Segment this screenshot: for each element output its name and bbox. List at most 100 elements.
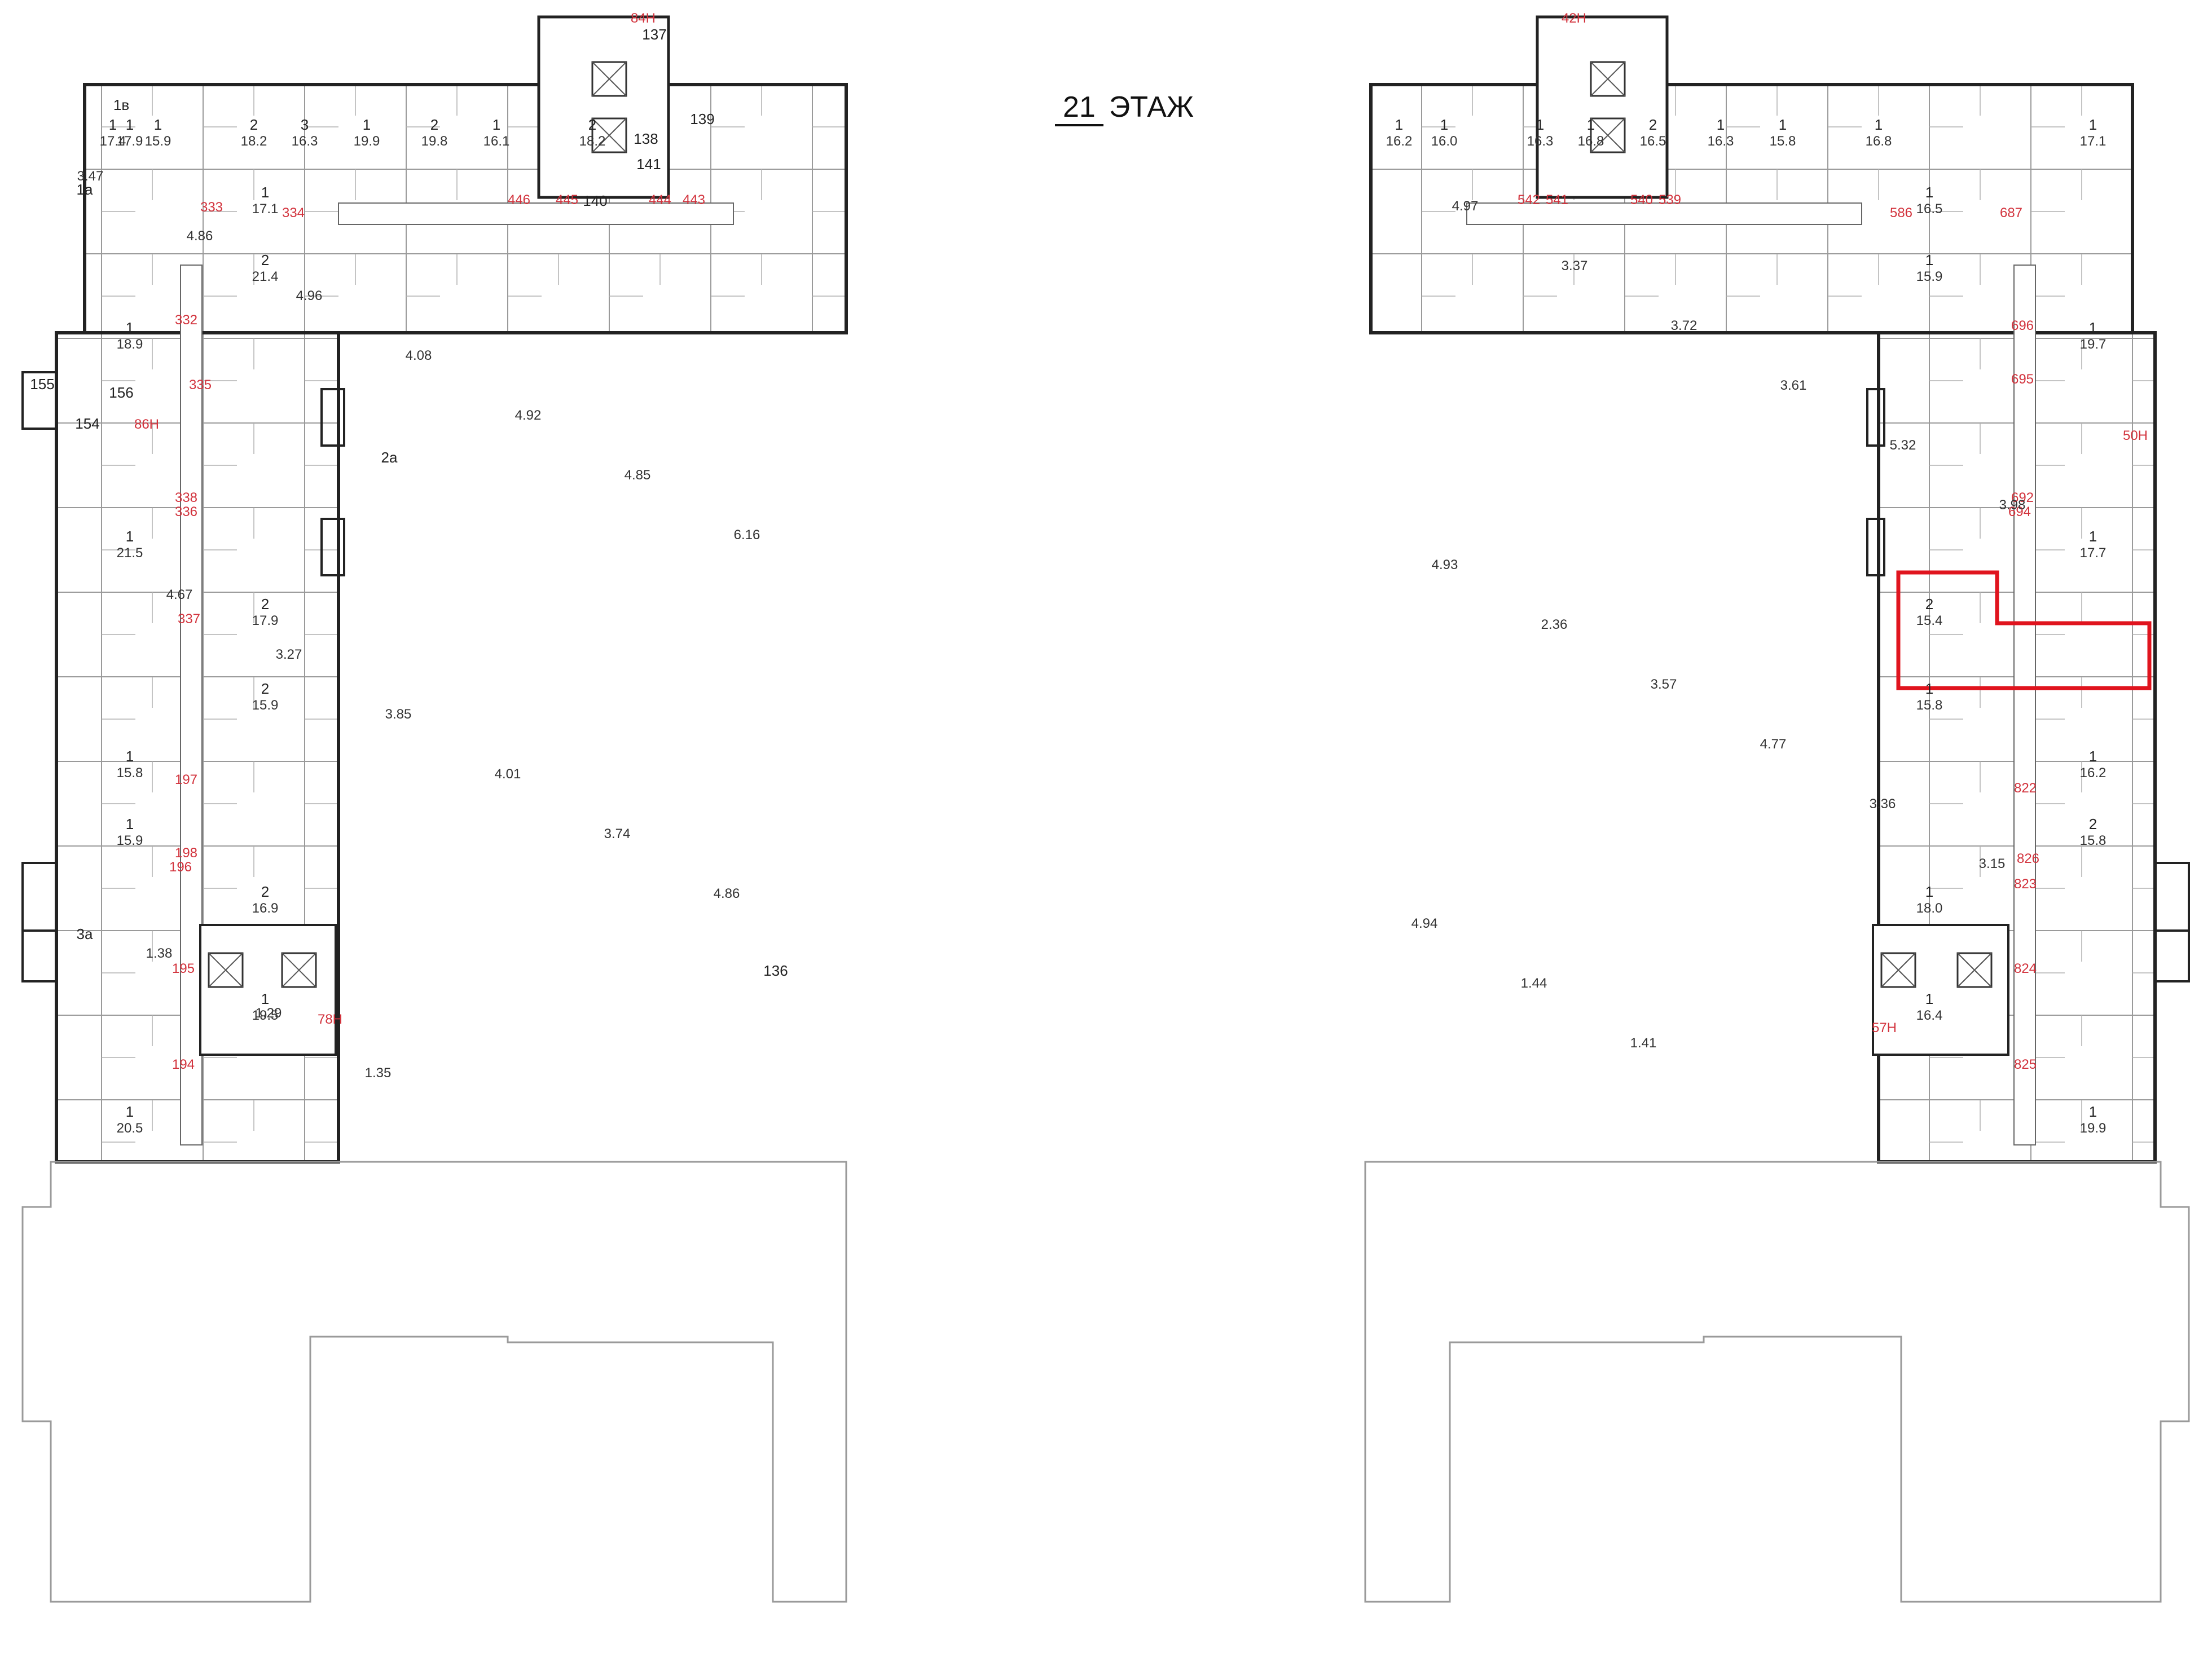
apartment-number: 824 (2014, 961, 2037, 976)
right-building (1364, 15, 2190, 1603)
room-area: 16.2 (2080, 765, 2107, 781)
dimension-label: 4.93 (1432, 557, 1458, 572)
room-area: 17.9 (252, 613, 279, 628)
apartment-number: 195 (172, 961, 195, 976)
room-number: 1 (154, 116, 162, 133)
apartment-number: 444 (649, 192, 671, 208)
room-number: 2 (250, 116, 258, 133)
right-stair-tower (1536, 15, 1669, 199)
apartment-number: 50Н (2123, 428, 2148, 443)
elevator-shaft (1956, 952, 1993, 988)
stair-bottom (199, 924, 337, 1056)
room-area: 16.9 (252, 901, 279, 916)
dimension-label: 3.74 (604, 826, 631, 841)
room-area: 18.2 (241, 134, 267, 149)
apartment-number: 695 (2011, 372, 2034, 387)
selected-apartment[interactable] (1896, 570, 2152, 690)
balcony (320, 388, 345, 447)
apartment-number: 332 (175, 312, 197, 328)
room-area: 21.5 (117, 545, 143, 561)
elevator-shaft (1590, 117, 1626, 153)
room-number: 1 (1440, 116, 1448, 133)
dimension-label: 3.27 (276, 647, 302, 662)
apartment-number: 823 (2014, 876, 2037, 892)
room-area: 16.4 (1916, 1008, 1943, 1023)
apartment-number: 696 (2011, 318, 2034, 333)
room-area: 16.2 (1386, 134, 1413, 149)
room-label: 1а (77, 181, 93, 198)
room-number: 1 (2089, 116, 2097, 133)
apartment-number: 197 (175, 772, 197, 787)
room-area: 17.1 (252, 201, 279, 217)
room-area: 16.3 (1527, 134, 1554, 149)
apartment-number: 542 (1518, 192, 1540, 208)
room-number: 2 (261, 883, 269, 900)
dimension-label: 1.44 (1521, 976, 1547, 991)
dimension-label: 3.98 (1999, 497, 2026, 513)
room-number: 3 (301, 116, 309, 133)
room-area: 15.9 (145, 134, 171, 149)
room-label: 2а (381, 449, 398, 466)
room-number: 1 (363, 116, 371, 133)
room-number: 2 (588, 116, 596, 133)
room-label: 155 (30, 376, 54, 393)
apartment-number: 196 (169, 860, 192, 875)
dimension-label: 3.72 (1671, 318, 1698, 333)
apartment-number: 335 (189, 377, 212, 393)
room-area: 15.8 (1916, 698, 1943, 713)
apartment-number: 86Н (134, 417, 159, 432)
right-podium-outline (1364, 1161, 2190, 1603)
dimension-label: 3.37 (1562, 258, 1588, 274)
room-area: 17.9 (117, 134, 143, 149)
apartment-number: 334 (282, 205, 305, 221)
room-label: 3а (77, 926, 93, 942)
elevator-shaft (1590, 61, 1626, 97)
apartment-number: 541 (1546, 192, 1568, 208)
dimension-label: 4.97 (1452, 199, 1479, 214)
balcony (1866, 518, 1885, 576)
apartment-number: 338 (175, 490, 197, 505)
room-area: 16.5 (1916, 201, 1943, 217)
room-number: 1 (261, 184, 269, 201)
room-areas: 117.4115.9218.2316.3119.9219.8116.1218.2… (100, 116, 2107, 1136)
room-area: 16.0 (1431, 134, 1458, 149)
apartment-number: 198 (175, 845, 197, 861)
apartment-number: 586 (1890, 205, 1912, 221)
dimension-label: 6.16 (734, 527, 760, 543)
room-number: 1 (261, 990, 269, 1007)
room-number: 2 (261, 680, 269, 697)
balcony (21, 371, 58, 430)
room-area: 15.8 (1770, 134, 1796, 149)
room-area: 16.8 (1578, 134, 1604, 149)
room-number: 1 (1875, 116, 1883, 133)
room-area: 15.4 (1916, 613, 1943, 628)
right-corridor-h (1466, 202, 1862, 225)
room-number: 1 (1925, 883, 1933, 900)
room-number: 1 (126, 748, 134, 765)
room-area: 19.5 (252, 1008, 279, 1023)
dimension-label: 3.57 (1651, 677, 1677, 692)
room-area: 19.8 (421, 134, 448, 149)
room-number: 1 (1925, 184, 1933, 201)
apartment-number: 333 (200, 200, 223, 215)
room-label: 137 (642, 26, 666, 43)
room-number: 1 (126, 816, 134, 832)
room-label: 138 (634, 130, 658, 147)
dimension-label: 4.85 (625, 468, 651, 483)
dimension-label: 3.36 (1870, 796, 1896, 812)
apartment-number: 687 (2000, 205, 2022, 221)
room-number: 1 (126, 528, 134, 545)
room-area: 15.9 (1916, 269, 1943, 284)
dimension-label: 5.32 (1890, 438, 1916, 453)
apartment-number: 57Н (1872, 1020, 1897, 1036)
room-label: 1в (113, 96, 129, 113)
dimension-labels: 3.474.974.863.374.963.724.083.614.925.32… (77, 169, 2026, 1081)
apartment-number: 825 (2014, 1057, 2037, 1072)
room-number: 1 (2089, 748, 2097, 765)
elevator-shaft (591, 117, 627, 153)
room-label: 156 (109, 384, 133, 401)
room-area: 21.4 (252, 269, 279, 284)
apartment-number: 443 (683, 192, 705, 208)
